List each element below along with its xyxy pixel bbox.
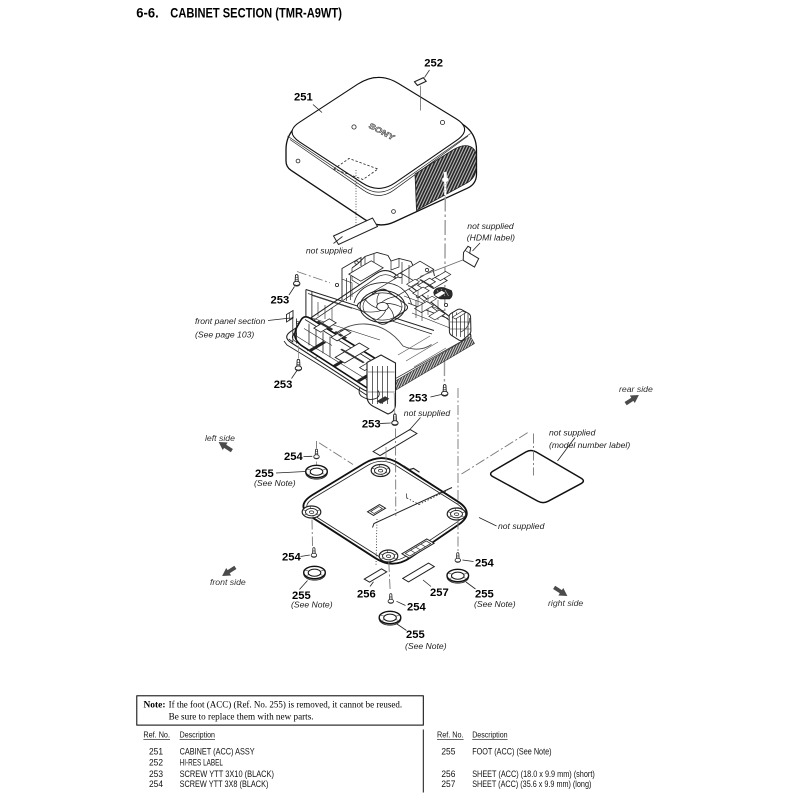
- svg-text:(See Note): (See Note): [474, 599, 516, 609]
- svg-text:253: 253: [274, 379, 293, 391]
- svg-text:right side: right side: [548, 598, 583, 608]
- svg-text:257: 257: [430, 587, 449, 599]
- svg-text:255: 255: [475, 589, 494, 601]
- svg-text:253: 253: [409, 392, 428, 404]
- svg-text:253: 253: [362, 419, 381, 431]
- svg-text:(model number label): (model number label): [549, 440, 630, 450]
- svg-text:255: 255: [292, 590, 311, 602]
- svg-text:252: 252: [424, 58, 443, 70]
- svg-text:HI-RES LABEL: HI-RES LABEL: [180, 758, 223, 768]
- svg-text:(See Note): (See Note): [405, 641, 447, 651]
- svg-text:Description: Description: [180, 730, 216, 739]
- svg-text:251: 251: [294, 92, 313, 104]
- svg-text:(HDMI label): (HDMI label): [467, 233, 515, 243]
- svg-text:255: 255: [255, 468, 274, 480]
- svg-text:251: 251: [149, 746, 163, 756]
- svg-text:SCREW YTT 3X10 (BLACK): SCREW YTT 3X10 (BLACK): [180, 769, 274, 779]
- svg-text:6-6.: 6-6.: [136, 4, 158, 20]
- svg-text:left side: left side: [205, 433, 235, 443]
- svg-text:Description: Description: [472, 730, 508, 739]
- svg-text:not supplied: not supplied: [467, 221, 514, 231]
- svg-text:253: 253: [271, 294, 290, 306]
- svg-text:(See Note): (See Note): [254, 478, 296, 488]
- svg-text:254: 254: [282, 552, 301, 564]
- svg-text:If the foot (ACC) (Ref. No. 25: If the foot (ACC) (Ref. No. 255) is remo…: [169, 700, 403, 711]
- svg-text:front side: front side: [210, 577, 246, 587]
- svg-text:Ref. No.: Ref. No.: [437, 730, 464, 739]
- svg-text:254: 254: [284, 451, 303, 463]
- svg-text:256: 256: [357, 589, 376, 601]
- svg-text:254: 254: [149, 779, 163, 789]
- svg-text:not supplied: not supplied: [306, 246, 353, 256]
- svg-text:SHEET (ACC) (18.0 x 9.9 mm) (s: SHEET (ACC) (18.0 x 9.9 mm) (short): [472, 769, 595, 779]
- svg-text:not supplied: not supplied: [498, 521, 545, 531]
- svg-text:257: 257: [441, 779, 455, 789]
- svg-text:255: 255: [441, 746, 455, 756]
- svg-text:not supplied: not supplied: [404, 408, 451, 418]
- svg-text:rear side: rear side: [619, 384, 653, 394]
- svg-text:SCREW YTT 3X8 (BLACK): SCREW YTT 3X8 (BLACK): [180, 779, 269, 789]
- svg-text:Ref. No.: Ref. No.: [143, 730, 170, 739]
- svg-text:not supplied: not supplied: [549, 427, 596, 437]
- svg-text:255: 255: [406, 629, 425, 641]
- svg-text:256: 256: [441, 769, 455, 779]
- svg-text:252: 252: [149, 758, 163, 768]
- svg-text:(See Note): (See Note): [291, 600, 333, 610]
- svg-text:253: 253: [149, 769, 163, 779]
- svg-text:Be sure to replace them with n: Be sure to replace them with new parts.: [169, 711, 314, 722]
- svg-text:CABINET SECTION (TMR-A9WT): CABINET SECTION (TMR-A9WT): [170, 4, 342, 20]
- svg-text:254: 254: [407, 602, 426, 614]
- svg-text:Note:: Note:: [144, 700, 166, 711]
- svg-text:254: 254: [475, 558, 494, 570]
- svg-text:front panel section: front panel section: [195, 316, 265, 326]
- svg-text:CABINET (ACC) ASSY: CABINET (ACC) ASSY: [180, 746, 255, 756]
- svg-text:(See page 103): (See page 103): [195, 329, 254, 339]
- svg-text:SHEET (ACC) (35.6 x 9.9 mm) (l: SHEET (ACC) (35.6 x 9.9 mm) (long): [472, 779, 591, 789]
- svg-text:FOOT (ACC) (See Note): FOOT (ACC) (See Note): [472, 746, 551, 756]
